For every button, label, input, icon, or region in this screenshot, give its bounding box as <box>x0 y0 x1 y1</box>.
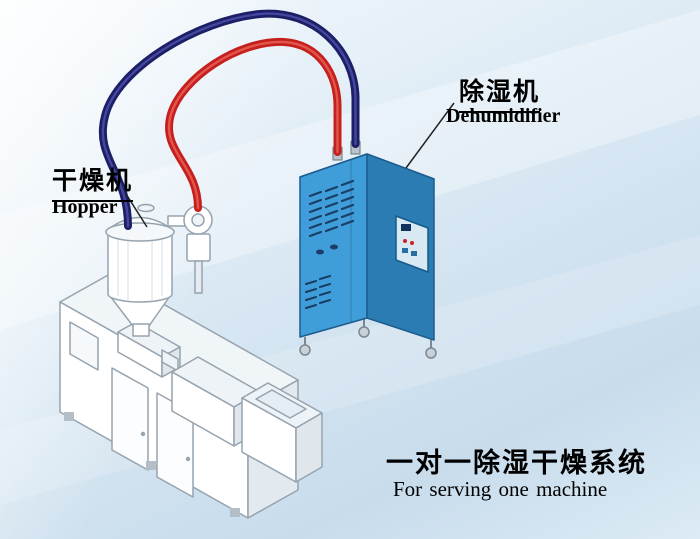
caster-wheel <box>425 347 437 359</box>
indicator-oval <box>330 244 338 250</box>
extruder-machine <box>59 273 323 519</box>
hopper-lid <box>105 222 175 242</box>
loader-blower <box>167 205 213 294</box>
hopper-dryer <box>105 203 175 337</box>
caster-wheel <box>299 344 311 356</box>
dehumidifier-label-cn: 除湿机 <box>459 72 541 113</box>
vent-grid-lower <box>304 274 332 310</box>
casters <box>299 319 437 359</box>
control-panel-lamp <box>410 241 414 245</box>
door-handle <box>185 456 191 462</box>
indicator-oval <box>316 249 324 255</box>
pipes <box>98 9 360 230</box>
die-head-inset <box>255 389 307 419</box>
hopper-body <box>107 231 173 303</box>
control-panel-button <box>402 248 408 253</box>
blower-hub <box>191 213 205 227</box>
supply-pipe-navy-highlight <box>101 12 357 228</box>
die-head-right <box>295 412 323 483</box>
machine-control-box <box>69 321 99 371</box>
control-panel-display <box>401 224 411 231</box>
machine-foot <box>146 461 156 470</box>
blower-down-pipe <box>194 260 203 294</box>
machine-foot <box>230 508 240 517</box>
dehumidifier-leader-line <box>405 102 455 169</box>
vent-grid-upper <box>308 179 355 238</box>
hopper-body-shading <box>117 238 163 300</box>
return-pipe-red-highlight <box>167 40 339 210</box>
hopper-neck <box>132 323 150 337</box>
hopper-leader-line <box>125 193 148 228</box>
control-panel-lamp <box>403 239 407 243</box>
door-handle <box>140 431 146 437</box>
caption-cn: 一对一除湿干燥系统 <box>386 448 647 479</box>
dehumidifier <box>299 139 437 359</box>
control-panel-button <box>411 251 417 256</box>
caster-wheel <box>358 326 370 338</box>
hopper-label-en: Hopper <box>52 196 118 218</box>
dehumidifier-label-en: Dehumidifier <box>446 105 561 127</box>
blower-body <box>186 233 211 262</box>
leader-lines <box>125 102 455 228</box>
machine-foot <box>64 412 74 421</box>
hopper-label-cn: 干燥机 <box>52 161 134 202</box>
hopper-cap <box>137 203 155 213</box>
caption-en: For serving one machine <box>393 477 608 501</box>
